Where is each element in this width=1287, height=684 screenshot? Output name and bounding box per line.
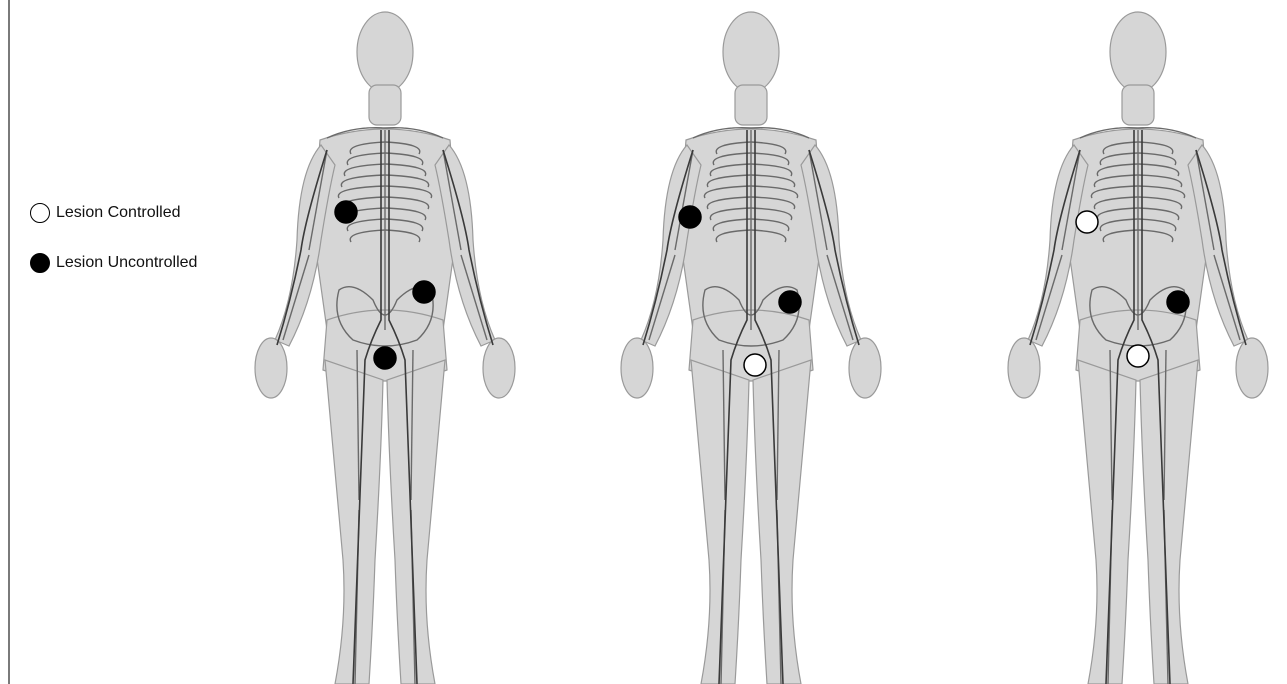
left-hand (483, 338, 515, 398)
left-hand (1236, 338, 1268, 398)
head (1110, 12, 1166, 92)
lesion-marker-uncontrolled (413, 281, 435, 303)
lesion-marker-uncontrolled (779, 291, 801, 313)
neck (369, 85, 401, 125)
neck (1122, 85, 1154, 125)
lesion-marker-controlled (744, 354, 766, 376)
anatomy-diagram (601, 0, 901, 684)
lesion-marker-controlled (1076, 211, 1098, 233)
lesion-marker-uncontrolled (374, 347, 396, 369)
body-figure-2 (601, 0, 901, 684)
head (357, 12, 413, 92)
body-figure-3 (988, 0, 1287, 684)
legend-label-uncontrolled: Lesion Uncontrolled (56, 254, 197, 272)
lesion-marker-uncontrolled (1167, 291, 1189, 313)
legend-item-uncontrolled: Lesion Uncontrolled (30, 250, 197, 276)
body-figure-1 (235, 0, 535, 684)
right-hand (621, 338, 653, 398)
filled-circle-icon (30, 253, 50, 273)
anatomy-diagram (988, 0, 1287, 684)
body-silhouette (621, 12, 881, 684)
legend-label-controlled: Lesion Controlled (56, 204, 181, 222)
right-hand (1008, 338, 1040, 398)
head (723, 12, 779, 92)
anatomy-diagram (235, 0, 535, 684)
open-circle-icon (30, 203, 50, 223)
right-hand (255, 338, 287, 398)
lesion-marker-uncontrolled (335, 201, 357, 223)
legend: Lesion Controlled Lesion Uncontrolled (30, 200, 197, 300)
lesion-marker-uncontrolled (679, 206, 701, 228)
lesion-marker-controlled (1127, 345, 1149, 367)
neck (735, 85, 767, 125)
legend-item-controlled: Lesion Controlled (30, 200, 197, 226)
left-divider-line (8, 0, 10, 684)
left-hand (849, 338, 881, 398)
